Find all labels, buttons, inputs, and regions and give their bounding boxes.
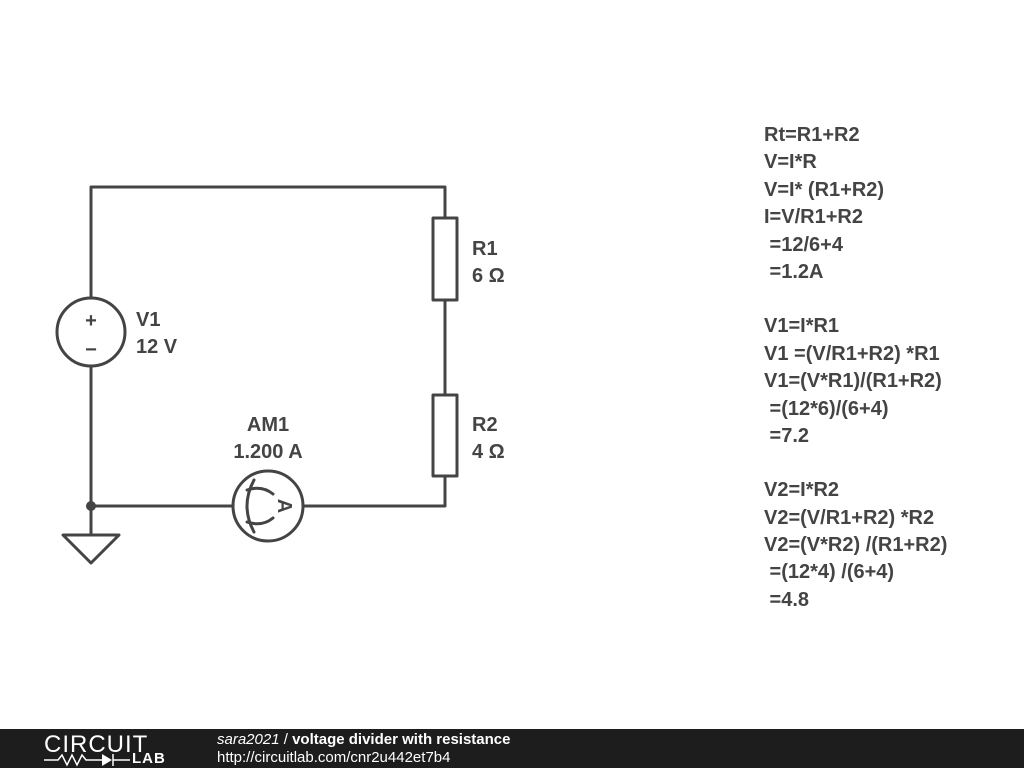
ammeter-dial-arc bbox=[245, 478, 256, 534]
am1-name-label: AM1 bbox=[247, 414, 289, 436]
am1-value-label: 1.200 A bbox=[233, 441, 302, 463]
equations-panel: Rt=R1+R2 V=I*R V=I* (R1+R2) I=V/R1+R2 =1… bbox=[764, 122, 1014, 641]
minus-symbol: − bbox=[85, 339, 97, 361]
equation-line: V1 =(V/R1+R2) *R1 bbox=[764, 342, 940, 365]
ground-symbol bbox=[61, 533, 121, 565]
equation-line: V2=(V*R2) /(R1+R2) bbox=[764, 534, 948, 557]
equation-line: =1.2A bbox=[764, 260, 824, 283]
equation-group-v1: V1=I*R1 V1 =(V/R1+R2) *R1 V1=(V*R1)/(R1+… bbox=[764, 313, 1014, 450]
equation-group-v2: V2=I*R2 V2=(V/R1+R2) *R2 V2=(V*R2) /(R1+… bbox=[764, 477, 1014, 614]
ammeter-am1[interactable]: A bbox=[231, 469, 305, 543]
voltage-source-v1[interactable]: + − bbox=[55, 296, 127, 368]
equation-line: V2=(V/R1+R2) *R2 bbox=[764, 506, 935, 529]
v1-value-label: 12 V bbox=[136, 336, 178, 358]
logo-wordmark-top: CIRCUIT bbox=[44, 731, 149, 758]
plus-symbol: + bbox=[85, 310, 97, 332]
footer-bar: CIRCUIT LAB sara2021 / voltage divider w… bbox=[0, 729, 1024, 768]
ammeter-letter: A bbox=[273, 499, 295, 513]
ammeter-needle-lower bbox=[245, 516, 275, 526]
equation-group-current: Rt=R1+R2 V=I*R V=I* (R1+R2) I=V/R1+R2 =1… bbox=[764, 122, 1014, 286]
wire-r2-ammeter bbox=[302, 474, 447, 508]
circuit-wires bbox=[89, 185, 447, 537]
circuit-schematic: + − V1 12 V R1 6 Ω R2 4 Ω A AM1 1.200 A bbox=[55, 185, 505, 565]
junction-node bbox=[86, 501, 96, 511]
logo-circuit-icon bbox=[44, 753, 130, 767]
footer-title[interactable]: voltage divider with resistance bbox=[292, 731, 511, 748]
equation-line: =4.8 bbox=[764, 588, 810, 611]
resistor-r1[interactable] bbox=[431, 216, 459, 302]
equation-line: =(12*4) /(6+4) bbox=[764, 561, 895, 584]
v1-name-label: V1 bbox=[136, 309, 160, 331]
equation-line: =7.2 bbox=[764, 424, 810, 447]
footer-title-line: sara2021 / voltage divider with resistan… bbox=[217, 731, 511, 748]
equation-line: V1=(V*R1)/(R1+R2) bbox=[764, 370, 942, 393]
footer-url[interactable]: http://circuitlab.com/cnr2u442et7b4 bbox=[217, 749, 451, 766]
circuitlab-logo[interactable]: CIRCUIT LAB bbox=[44, 731, 178, 767]
r2-name-label: R2 bbox=[472, 414, 498, 436]
ammeter-needle bbox=[245, 486, 275, 496]
r2-value-label: 4 Ω bbox=[472, 441, 505, 463]
equation-line: V2=I*R2 bbox=[764, 479, 840, 502]
equation-line: =(12*6)/(6+4) bbox=[764, 397, 889, 420]
footer-author[interactable]: sara2021 bbox=[217, 731, 280, 748]
equation-line: =12/6+4 bbox=[764, 233, 843, 256]
footer-separator: / bbox=[279, 731, 293, 748]
equation-line: Rt=R1+R2 bbox=[764, 124, 860, 146]
equation-line: V=I*R bbox=[764, 151, 817, 174]
wire-top bbox=[89, 185, 447, 302]
voltage-source-circle bbox=[55, 296, 127, 368]
equation-line: V1=I*R1 bbox=[764, 315, 840, 338]
r1-value-label: 6 Ω bbox=[472, 265, 505, 287]
r1-name-label: R1 bbox=[472, 238, 498, 260]
equation-line: I=V/R1+R2 bbox=[764, 206, 863, 229]
logo-wordmark-bottom: LAB bbox=[132, 750, 166, 767]
resistor-r2[interactable] bbox=[431, 393, 459, 478]
equation-line: V=I* (R1+R2) bbox=[764, 178, 885, 201]
